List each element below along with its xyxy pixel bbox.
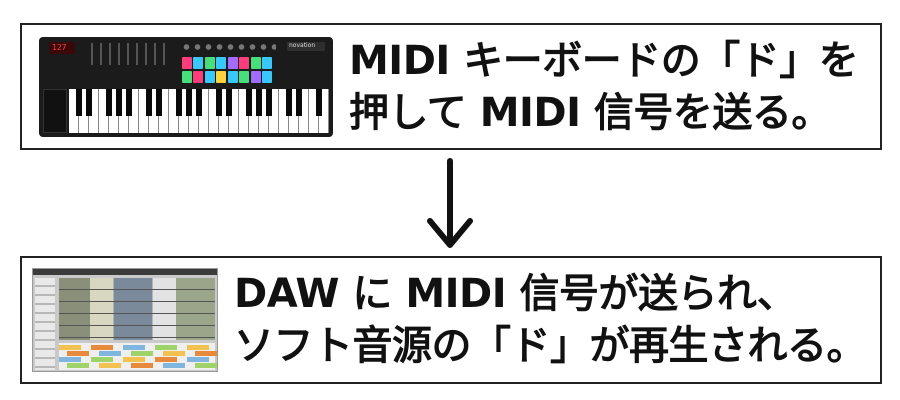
step-2-box: DAW に MIDI 信号が送られ、 ソフト音源の「ド」が再生される。	[20, 256, 882, 384]
keyboard-pad	[262, 70, 272, 83]
keyboard-pad	[193, 57, 204, 70]
keyboard-pad	[182, 57, 192, 70]
daw-clip	[163, 363, 185, 368]
down-arrow-icon	[427, 158, 473, 248]
daw-clip	[155, 357, 177, 362]
keyboard-black-key	[266, 89, 272, 116]
step-2-caption: DAW に MIDI 信号が送られ、 ソフト音源の「ド」が再生される。	[234, 268, 867, 372]
daw-title-bar	[33, 269, 217, 275]
keyboard-pad	[262, 57, 272, 70]
daw-clip	[91, 345, 113, 350]
keyboard-knobs	[181, 42, 276, 52]
keyboard-pad	[204, 57, 215, 70]
daw-clip	[123, 357, 145, 362]
keyboard-pad	[250, 57, 261, 70]
keyboard-pad	[216, 70, 227, 83]
keyboard-black-key	[106, 89, 112, 116]
keyboard-black-key	[116, 89, 122, 116]
step-1-caption-line-2: 押して MIDI 信号を送る。	[349, 90, 831, 136]
daw-clip	[131, 351, 153, 356]
keyboard-pad	[204, 70, 215, 83]
keyboard-black-key	[186, 89, 192, 116]
keyboard-black-key	[226, 89, 232, 116]
step-2-caption-line-2: ソフト音源の「ド」が再生される。	[234, 323, 867, 369]
daw-browser-panel	[35, 278, 55, 370]
keyboard-black-key	[316, 89, 322, 116]
keyboard-pad	[216, 57, 227, 70]
keyboard-pad	[250, 70, 261, 83]
keyboard-pad	[239, 70, 250, 83]
midi-keyboard-image: 127 novation	[39, 37, 333, 137]
daw-clip	[187, 345, 209, 350]
daw-sequencer	[59, 343, 217, 370]
keyboard-display-value: 127	[52, 43, 67, 52]
step-2-caption-line-1: DAW に MIDI 信号が送られ、	[234, 271, 797, 317]
daw-clip	[131, 363, 153, 368]
daw-clip	[163, 351, 185, 356]
keyboard-black-key	[146, 89, 152, 116]
keyboard-black-key	[196, 89, 202, 116]
keyboard-pad	[193, 70, 204, 83]
keyboard-black-key	[86, 89, 92, 116]
keyboard-black-key	[216, 89, 222, 116]
daw-clip	[91, 357, 113, 362]
daw-clip	[123, 345, 145, 350]
step-1-caption: MIDI キーボードの「ド」を 押して MIDI 信号を送る。	[349, 35, 859, 139]
daw-clip	[99, 363, 121, 368]
keyboard-pad	[227, 57, 238, 70]
keyboard-faders	[91, 43, 166, 65]
daw-clip	[59, 357, 81, 362]
daw-screenshot-image	[32, 268, 218, 372]
daw-clip	[195, 363, 217, 368]
keyboard-black-key	[286, 89, 292, 116]
daw-clip	[99, 351, 121, 356]
keyboard-wheels	[43, 89, 67, 133]
daw-clip	[67, 363, 89, 368]
step-1-caption-line-1: MIDI キーボードの「ド」を	[349, 38, 859, 84]
daw-clip	[195, 351, 217, 356]
keyboard-black-key	[126, 89, 132, 116]
keyboard-display: 127	[49, 42, 75, 54]
daw-clip	[155, 345, 177, 350]
daw-clip	[67, 351, 89, 356]
keyboard-black-key	[176, 89, 182, 116]
keyboard-pads	[182, 57, 272, 83]
keyboard-pad	[227, 70, 238, 83]
daw-instrument-rack	[59, 278, 215, 340]
keyboard-pad	[182, 70, 192, 83]
step-1-box: 127 novation MIDI キーボードの「ド」を 押して MIDI 信号…	[20, 23, 882, 150]
daw-clip	[187, 357, 209, 362]
daw-clip	[59, 345, 81, 350]
keyboard-brand-text: novation	[289, 42, 316, 49]
keyboard-black-key	[156, 89, 162, 116]
keyboard-black-key	[296, 89, 302, 116]
keyboard-pad	[239, 57, 250, 70]
keyboard-black-key	[76, 89, 82, 116]
keyboard-black-key	[246, 89, 252, 116]
keyboard-brand-logo: novation	[287, 42, 325, 51]
keyboard-black-key	[256, 89, 262, 116]
